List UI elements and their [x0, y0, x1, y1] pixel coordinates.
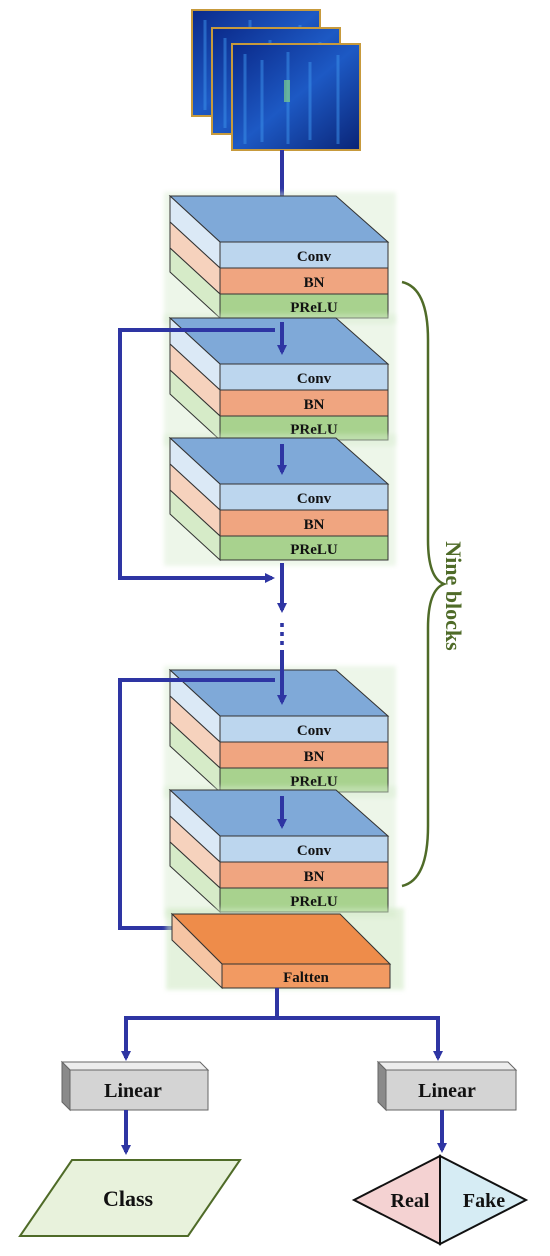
- conv-label: Conv: [297, 843, 332, 859]
- nine-blocks-brace: [401, 280, 448, 888]
- bn-label: BN: [304, 517, 325, 533]
- conv-label: Conv: [297, 371, 332, 387]
- skip-connection: [118, 328, 275, 583]
- conv-layer: [219, 835, 389, 863]
- prelu-layer: [219, 535, 389, 561]
- bn-label: BN: [304, 749, 325, 765]
- conv-label: Conv: [297, 249, 332, 265]
- prelu-label: PReLU: [290, 542, 338, 558]
- conv-layer: [219, 483, 389, 511]
- fake-label: Fake: [463, 1190, 505, 1212]
- prelu-label: PReLU: [290, 300, 338, 316]
- linear-left-box: Linear: [60, 1060, 210, 1112]
- bn-label: BN: [304, 275, 325, 291]
- conv-label: Conv: [297, 491, 332, 507]
- ellipsis: ⋮: [269, 619, 295, 648]
- spectrogram-image: [231, 43, 361, 151]
- spectrogram-stack: [191, 9, 361, 151]
- conv-blocks: ConvBNPReLUConvBNPReLUConvBNPReLUConvBNP…: [164, 192, 396, 918]
- real-label: Real: [391, 1190, 430, 1212]
- bn-label: BN: [304, 397, 325, 413]
- bn-layer: [219, 861, 389, 889]
- conv-layer: [219, 241, 389, 269]
- conv-layer: [219, 715, 389, 743]
- bn-layer: [219, 509, 389, 537]
- conv-label: Conv: [297, 723, 332, 739]
- linear-right-label: Linear: [418, 1080, 476, 1102]
- flatten-block: Faltten: [166, 908, 404, 990]
- linear-right-box: Linear: [376, 1060, 518, 1112]
- class-output: Class: [18, 1159, 242, 1237]
- bn-label: BN: [304, 869, 325, 885]
- real-fake-output: Real Fake: [351, 1154, 529, 1246]
- linear-left-label: Linear: [104, 1080, 162, 1102]
- class-label: Class: [103, 1186, 154, 1211]
- nine-blocks-label: Nine blocks: [441, 541, 466, 651]
- prelu-label: PReLU: [290, 894, 338, 910]
- flatten-label: Faltten: [283, 970, 329, 986]
